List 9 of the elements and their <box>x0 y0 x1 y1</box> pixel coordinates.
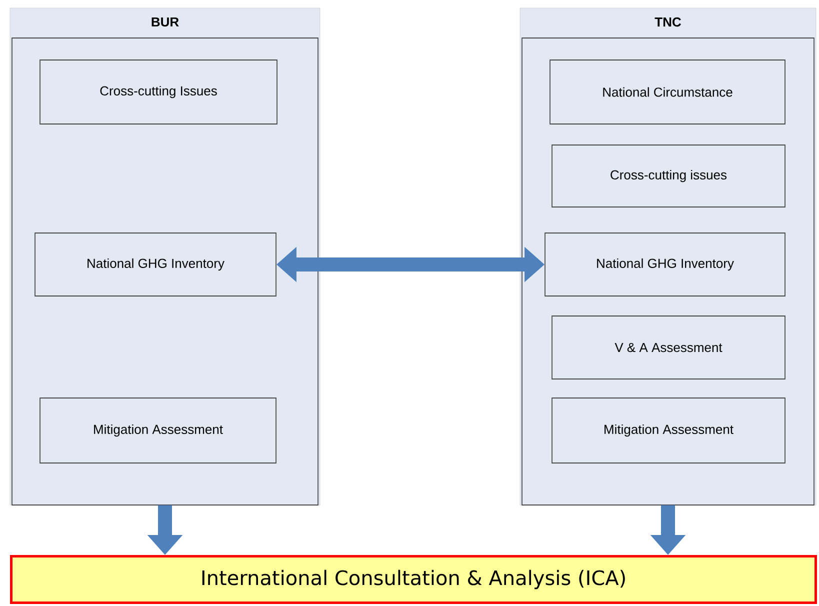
process-box: National GHG Inventory <box>544 232 786 296</box>
banner-box: International Consultation & Analysis (ICA) <box>10 555 817 604</box>
process-box: V & A Assessment <box>552 316 786 380</box>
process-box: National GHG Inventory <box>34 232 276 296</box>
process-box: National Circumstance <box>550 60 786 124</box>
process-box: Cross-cutting issues <box>552 144 786 208</box>
process-box: Mitigation Assessment <box>552 398 786 464</box>
process-box: Mitigation Assessment <box>40 398 276 464</box>
process-box: Cross-cutting Issues <box>40 60 278 124</box>
